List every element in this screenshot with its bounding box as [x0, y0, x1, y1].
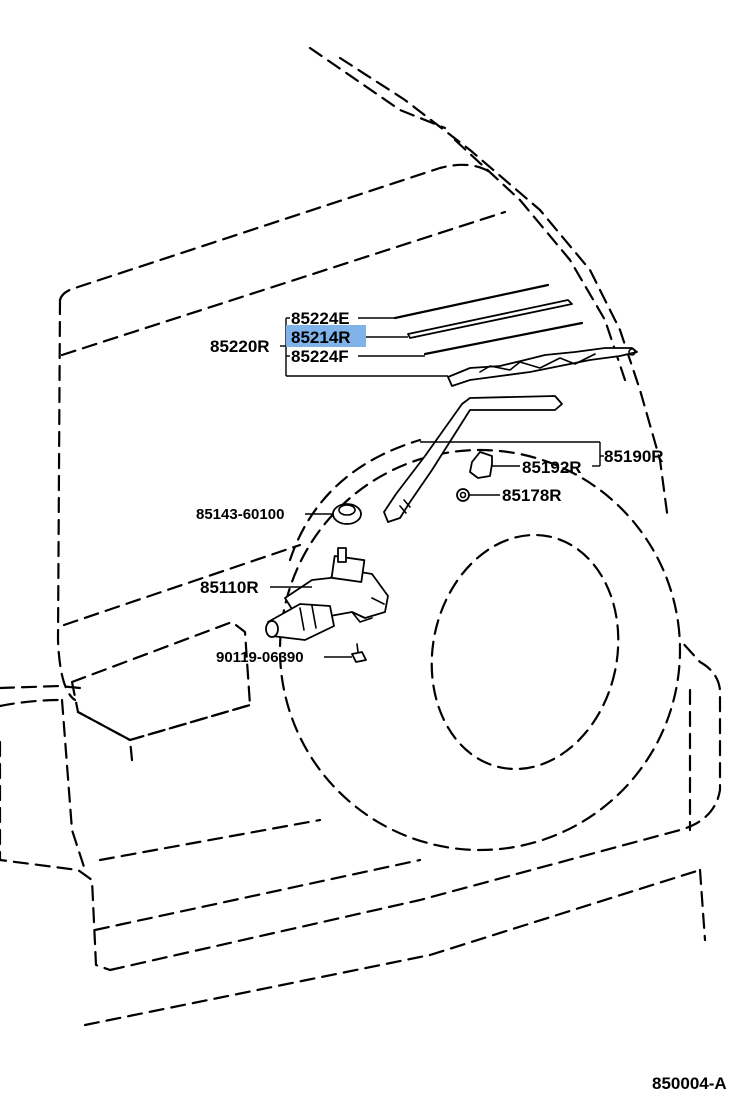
label-85192r[interactable]: 85192R	[522, 458, 582, 477]
label-85220r[interactable]: 85220R	[210, 337, 270, 356]
wiper-arm-cap	[469, 451, 520, 479]
label-85214r[interactable]: 85214R	[291, 328, 351, 347]
callout-brackets	[280, 317, 604, 467]
label-85143-60100[interactable]: 85143-60100	[196, 506, 284, 523]
grommet	[305, 503, 362, 525]
wiper-arm	[383, 395, 563, 523]
label-90119-06390[interactable]: 90119-06390	[216, 649, 304, 666]
wiper-motor	[265, 547, 389, 641]
vehicle-body-outline	[0, 46, 722, 1027]
callout-labels: 85224E 85214R 85220R 85224F 85190R 85192…	[196, 309, 727, 1093]
wiper-arm-nut	[456, 488, 500, 502]
highlight-box	[286, 325, 366, 347]
bolt	[324, 643, 367, 663]
label-85178r[interactable]: 85178R	[502, 486, 562, 505]
wiper-blade-rubbers	[393, 283, 584, 356]
diagram-code: 850004-A	[652, 1074, 727, 1093]
label-85224f[interactable]: 85224F	[291, 347, 349, 366]
wiper-blade-frame	[447, 347, 638, 387]
label-85110r[interactable]: 85110R	[200, 578, 259, 597]
label-85224e[interactable]: 85224E	[291, 309, 350, 328]
label-85190r[interactable]: 85190R	[604, 447, 664, 466]
spare-tire-outline	[278, 438, 682, 852]
